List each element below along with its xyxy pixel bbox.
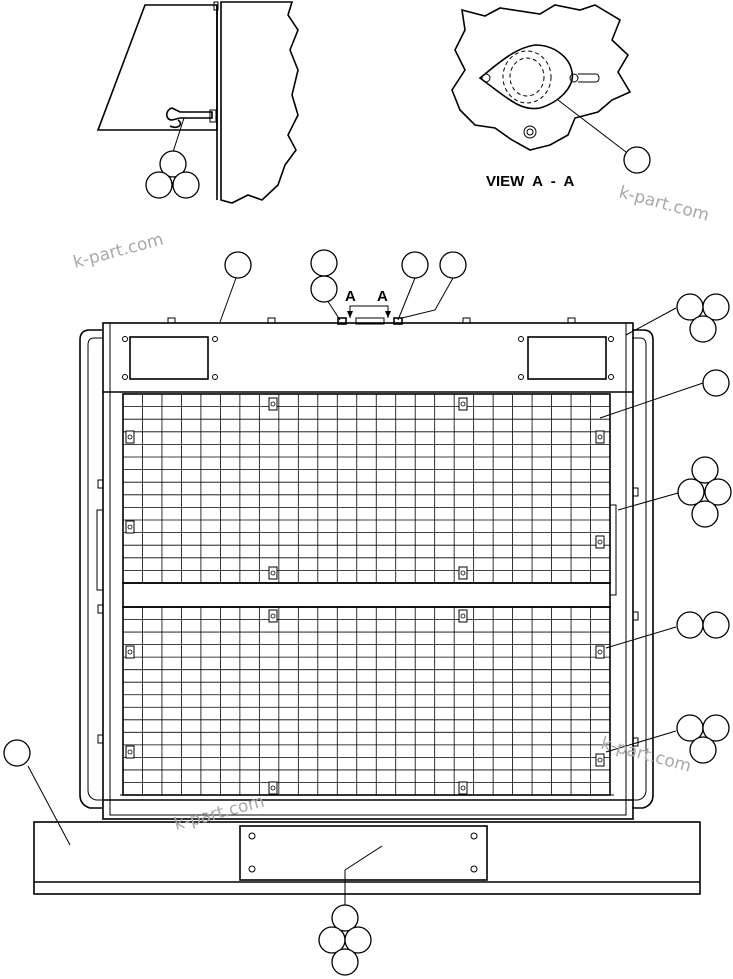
callout-bubble — [159, 150, 187, 178]
screen-clip — [268, 609, 278, 623]
screen-clip — [458, 609, 468, 623]
callout-bubble — [3, 739, 31, 767]
screen-clip — [125, 745, 135, 759]
screen-clip-bolt — [597, 757, 603, 763]
section-label-a-left: A — [345, 288, 356, 305]
screen-clip — [595, 535, 605, 549]
callout-bubble — [702, 369, 730, 397]
screen-clip-bolt — [597, 434, 603, 440]
callout-bubble — [702, 611, 730, 639]
watermark-text: k-part.com — [172, 792, 267, 835]
screen-clip — [595, 645, 605, 659]
leader-lines — [27, 99, 704, 906]
upper-screen-mesh — [122, 393, 611, 584]
screen-clip — [458, 781, 468, 795]
callout-bubble — [310, 275, 338, 303]
screen-clip-bolt — [127, 434, 133, 440]
screen-clip — [125, 520, 135, 534]
screen-clip-bolt — [127, 524, 133, 530]
callout-bubble — [677, 478, 705, 506]
screen-clips — [125, 397, 605, 795]
callout-bubble — [676, 611, 704, 639]
screen-clip-bolt — [127, 649, 133, 655]
callout-bubble — [401, 251, 429, 279]
screen-clip-bolt — [597, 649, 603, 655]
callout-bubble — [172, 171, 200, 199]
screen-clip — [268, 781, 278, 795]
screen-clip — [458, 566, 468, 580]
watermark-text: k-part.com — [71, 230, 166, 273]
callout-bubble — [439, 251, 467, 279]
screen-clip — [595, 753, 605, 767]
section-label-a-right: A — [377, 288, 388, 305]
screen-clip-bolt — [460, 785, 466, 791]
callout-bubble — [145, 171, 173, 199]
base-beam — [33, 821, 701, 895]
screen-clip-bolt — [270, 401, 276, 407]
screen-clip — [595, 430, 605, 444]
screen-clip-bolt — [597, 539, 603, 545]
callout-bubble — [691, 500, 719, 528]
screen-clip — [458, 397, 468, 411]
callout-bubble — [331, 948, 359, 976]
screen-clip-bolt — [270, 613, 276, 619]
screen-clip — [268, 397, 278, 411]
callout-bubble — [623, 146, 651, 174]
lower-screen-mesh — [122, 606, 611, 796]
callout-bubble — [224, 251, 252, 279]
detail-view-a-a — [451, 4, 632, 151]
callout-bubble — [344, 926, 372, 954]
callout-bubble — [704, 478, 732, 506]
watermark-text: k-part.com — [617, 183, 712, 226]
screen-clip-bolt — [270, 570, 276, 576]
callout-bubble — [689, 736, 717, 764]
callout-bubble — [702, 293, 730, 321]
callout-bubble — [689, 315, 717, 343]
radiator-guard-frame — [79, 317, 654, 820]
callout-bubble — [310, 249, 338, 277]
screen-clip-bolt — [270, 785, 276, 791]
screen-clip — [125, 430, 135, 444]
callout-bubble — [691, 456, 719, 484]
screen-clip-bolt — [127, 749, 133, 755]
screen-clip-bolt — [460, 570, 466, 576]
detail-latch-side-view — [96, 1, 299, 204]
callout-bubble — [331, 904, 359, 932]
screen-clip — [125, 645, 135, 659]
callout-bubbles — [3, 146, 732, 976]
screen-clip-bolt — [460, 401, 466, 407]
view-a-a-title: VIEW A - A — [486, 173, 574, 190]
screen-clip — [268, 566, 278, 580]
callout-bubble — [702, 714, 730, 742]
screen-clip-bolt — [460, 613, 466, 619]
section-marker-a-a — [347, 305, 391, 318]
